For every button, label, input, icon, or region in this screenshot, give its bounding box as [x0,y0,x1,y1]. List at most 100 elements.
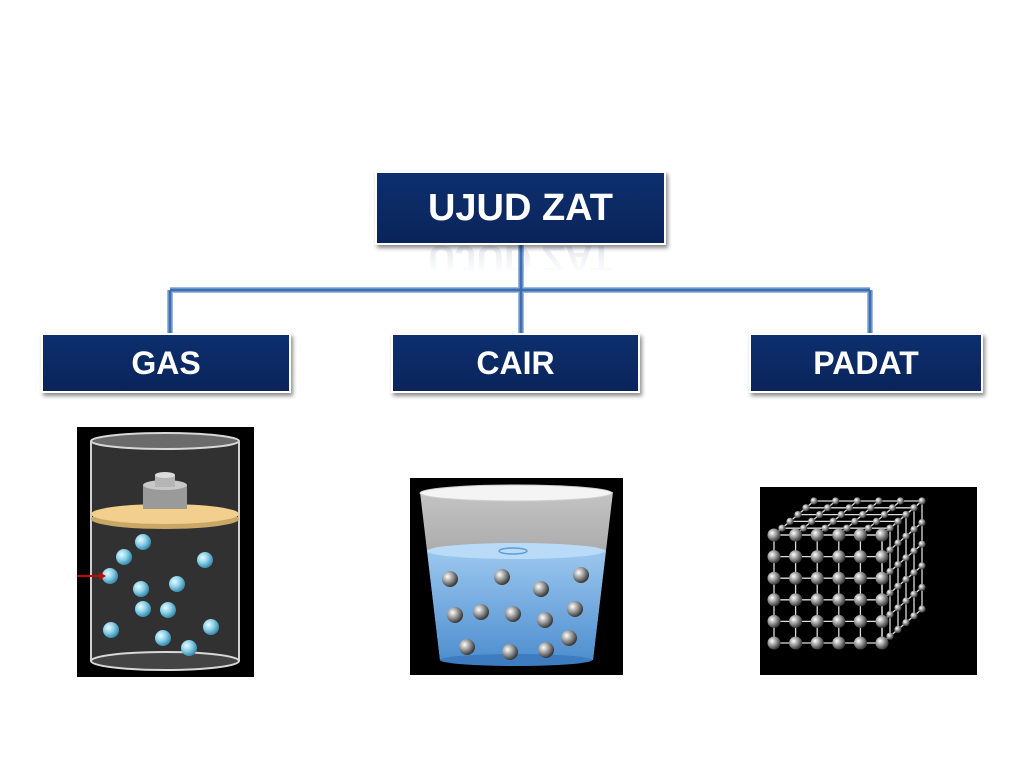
lattice-particle [902,532,910,540]
lattice-particle [918,519,926,527]
gas-container-image [77,427,254,677]
root-node-reflection: UJUD ZAT [375,243,666,273]
lattice-particle [894,625,902,633]
lattice-particle [767,571,781,585]
lattice-particle [886,589,894,597]
node-padat: PADAT [749,333,983,393]
lattice-particle [767,614,781,628]
lattice-particle [853,528,867,542]
lattice-particle [810,636,824,650]
lattice-particle [832,636,846,650]
node-gas-label: GAS [131,344,201,381]
lattice-particle [789,571,803,585]
lattice-particle [789,593,803,607]
lattice-particle [875,550,889,564]
lattice-particle [832,550,846,564]
lattice-particle [896,497,904,505]
lattice-particle [794,511,802,519]
lattice-particle [853,497,861,505]
lattice-particle [875,497,883,505]
lattice-particle [810,571,824,585]
lattice-particle [886,567,894,575]
lattice-particle [853,614,867,628]
lattice-particle [767,593,781,607]
node-cair-label: CAIR [476,344,555,381]
lattice-particle [880,511,888,519]
lattice-particle [810,497,818,505]
lattice-particle [918,583,926,591]
lattice-particle [875,593,889,607]
lattice-particle [894,604,902,612]
lattice-particle [902,575,910,583]
lattice-particle [910,569,918,577]
lattice-particle [767,550,781,564]
lattice-particle [910,504,918,512]
lattice-particle [910,590,918,598]
lattice-particle [875,571,889,585]
lattice-particle [902,511,910,519]
lattice-particle [918,540,926,548]
lattice-particle [888,504,896,512]
lattice-particle [886,546,894,554]
lattice-particle [910,525,918,533]
lattice-particle [867,504,875,512]
lattice-particle [802,504,810,512]
lattice-particle [894,561,902,569]
lattice-particle [859,511,867,519]
lattice-particle [832,571,846,585]
lattice-particle [853,571,867,585]
lattice-particle [778,524,786,532]
lattice-particle [810,614,824,628]
lattice-particle [864,524,872,532]
lattice-particle [832,593,846,607]
lattice-particle [910,547,918,555]
node-gas: GAS [41,333,291,393]
lattice-particle [832,528,846,542]
node-padat-label: PADAT [813,344,919,381]
node-cair: CAIR [391,333,640,393]
lattice-particle [829,517,837,525]
lattice-particle [789,528,803,542]
lattice-particle [789,550,803,564]
lattice-particle [875,528,889,542]
lattice-particle [875,636,889,650]
lattice-particle [767,528,781,542]
lattice-particle [843,524,851,532]
lattice-particle [902,619,910,627]
lattice-particle [853,593,867,607]
lattice-particle [810,593,824,607]
lattice-particle [875,614,889,628]
lattice-particle [767,636,781,650]
lattice-particle [886,524,894,532]
lattice-particle [918,605,926,613]
lattice-particle [872,517,880,525]
lattice-particle [824,504,832,512]
lattice-particle [810,550,824,564]
solid-lattice-image [760,487,977,675]
lattice-particle [851,517,859,525]
lattice-particle [789,614,803,628]
lattice-particle [832,614,846,628]
lattice-particle [886,632,894,640]
lattice-particle [845,504,853,512]
lattice-particle [789,636,803,650]
lattice-particle [816,511,824,519]
lattice-particle [808,517,816,525]
liquid-glass-image [410,478,623,675]
lattice-particle [821,524,829,532]
lattice-particle [786,517,794,525]
lattice-particle [894,539,902,547]
lattice-particle [910,612,918,620]
lattice-particle [902,597,910,605]
lattice-particle [918,497,926,505]
root-node-reflection-label: UJUD ZAT [427,243,614,273]
lattice-particle [902,554,910,562]
lattice-particle [894,517,902,525]
lattice-particle [853,550,867,564]
root-node: UJUD ZAT [375,171,666,245]
lattice-particle [837,511,845,519]
lattice-particle [832,497,840,505]
lattice-particle [853,636,867,650]
lattice-particle [800,524,808,532]
